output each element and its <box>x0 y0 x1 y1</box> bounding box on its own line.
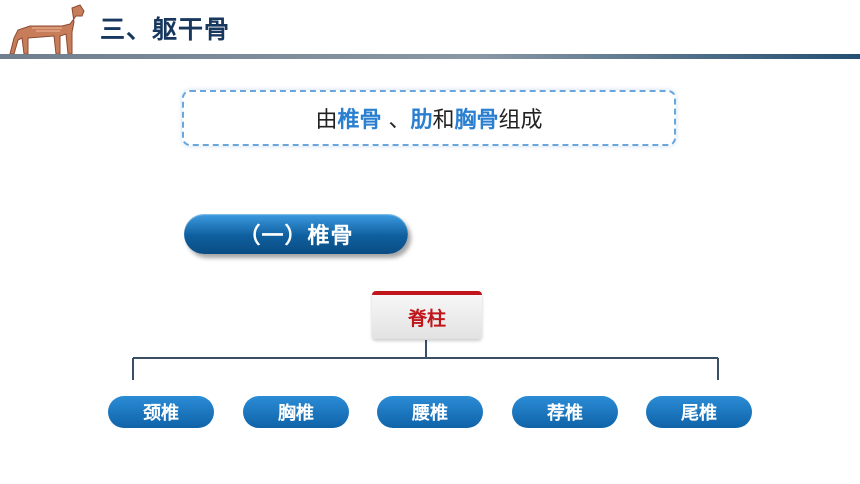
summary-box: 由椎骨 、肋和胸骨组成 <box>182 90 676 146</box>
page-title: 三、躯干骨 <box>100 15 231 44</box>
horse-anatomy-icon <box>9 4 85 55</box>
summary-term-vertebrae: 椎骨 <box>337 108 382 133</box>
summary-prefix: 由 <box>315 108 338 133</box>
tree-node-thoracic: 胸椎 <box>243 396 349 428</box>
summary-joiner: 和 <box>432 108 455 133</box>
summary-suffix: 组成 <box>498 108 543 133</box>
summary-term-sternum: 胸骨 <box>454 108 499 133</box>
summary-separator: 、 <box>388 108 411 133</box>
summary-term-ribs: 肋 <box>410 108 433 133</box>
slide-header: 三、躯干骨 <box>0 0 860 62</box>
section-heading-vertebrae: （一）椎骨 <box>184 214 408 254</box>
tree-node-sacral: 荐椎 <box>512 396 618 428</box>
tree-root-spine: 脊柱 <box>372 291 482 339</box>
tree-node-caudal: 尾椎 <box>646 396 752 428</box>
tree-node-cervical: 颈椎 <box>108 396 214 428</box>
header-divider <box>0 54 860 59</box>
tree-node-lumbar: 腰椎 <box>377 396 483 428</box>
